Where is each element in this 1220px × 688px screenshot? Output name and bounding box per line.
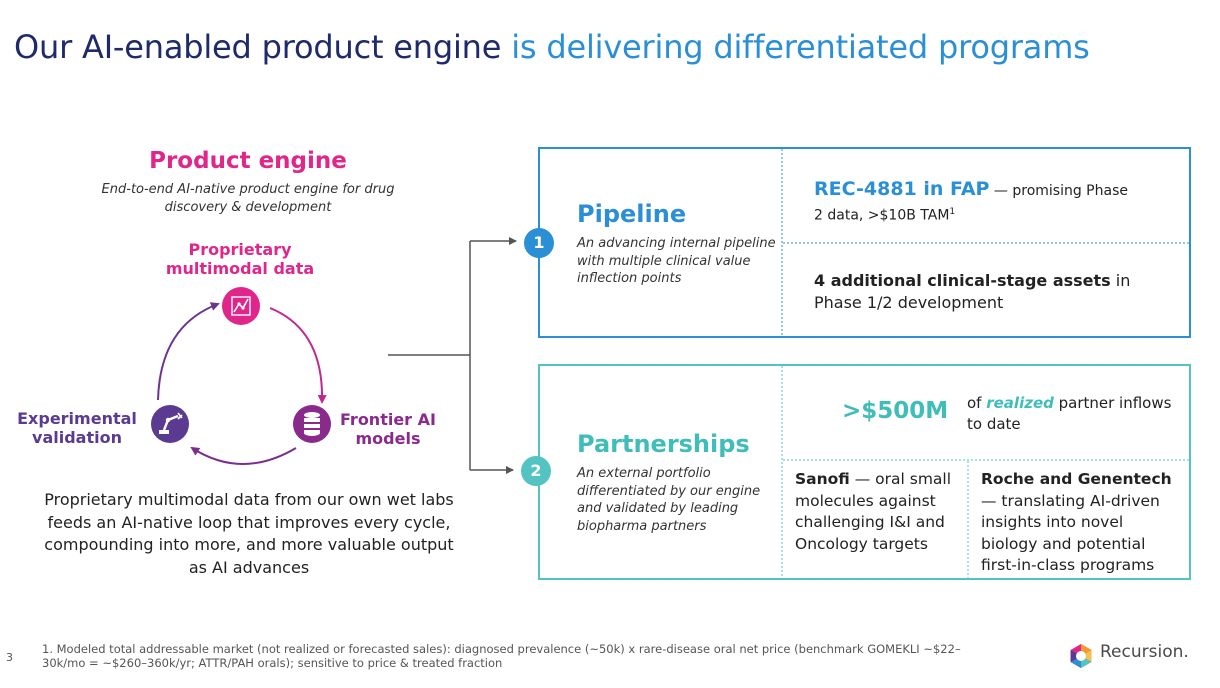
- rec-4881-text-a: — promising Phase: [989, 183, 1128, 199]
- cycle-arrow-data-to-ai: [269, 307, 327, 404]
- brand-name: Recursion.: [1100, 642, 1189, 662]
- clinical-assets-text: in Phase 1/2 development: [814, 271, 1131, 312]
- partner-inflow-text: of realized partner inflows to date: [967, 393, 1177, 435]
- product-engine-subtitle: End-to-end AI-native product engine for …: [101, 182, 395, 215]
- sanofi-name: Sanofi: [795, 470, 850, 488]
- partnerships-title: Partnerships: [577, 430, 750, 458]
- node-data-label: Proprietary multimodal data: [165, 240, 315, 278]
- engine-connector: [388, 237, 517, 474]
- page-number: 3: [6, 651, 13, 664]
- node-data-chart-icon: [222, 287, 260, 325]
- footnote-marker: 1: [949, 207, 956, 217]
- pipeline-title: Pipeline: [577, 200, 687, 228]
- roche-name: Roche and Genentech: [981, 470, 1172, 488]
- partnerships-number-badge: 2: [521, 456, 551, 486]
- recursion-logo-icon: [1070, 644, 1092, 668]
- partnerships-description: An external portfolio differentiated by …: [577, 466, 761, 534]
- node-ai-label: Frontier AI models: [340, 410, 436, 448]
- inflow-pre: of: [967, 394, 987, 412]
- sanofi-partnership: Sanofi — oral small molecules against ch…: [795, 469, 965, 555]
- rec-4881-item: REC-4881 in FAP — promising Phase 2 data…: [814, 178, 1174, 226]
- sanofi-text: — oral small molecules against challengi…: [795, 470, 952, 553]
- roche-text: — translating AI-driven insights into no…: [981, 491, 1160, 575]
- clinical-assets-bold: 4 additional clinical-stage assets: [814, 271, 1111, 290]
- rec-4881-text-b: 2 data, >$10B TAM: [814, 207, 950, 224]
- product-engine-title: Product engine: [149, 148, 347, 174]
- slide-title: Our AI-enabled product engine is deliver…: [14, 28, 1090, 66]
- cycle-arrow-exp-to-data: [157, 302, 220, 401]
- node-experimental-label: Experimental validation: [17, 409, 137, 447]
- rec-4881-highlight: REC-4881 in FAP: [814, 178, 990, 200]
- cycle-arrow-ai-to-exp: [190, 446, 297, 465]
- node-experimental-robot-arm-icon: [151, 405, 189, 443]
- inflow-post: partner inflows to date: [967, 394, 1172, 433]
- pipeline-number-badge: 1: [524, 228, 554, 258]
- product-engine-description: Proprietary multimodal data from our own…: [44, 490, 454, 577]
- brand-logo: Recursion.: [1070, 642, 1189, 662]
- slide-title-part1: Our AI-enabled product engine: [14, 28, 502, 66]
- partner-inflow-amount: >$500M: [842, 398, 949, 424]
- slide-title-part2: is delivering differentiated programs: [511, 28, 1090, 66]
- inflow-highlight: realized: [986, 394, 1054, 412]
- node-ai-database-icon: [293, 405, 331, 443]
- pipeline-description: An advancing internal pipeline with mult…: [577, 236, 776, 286]
- clinical-assets-item: 4 additional clinical-stage assets in Ph…: [814, 270, 1174, 314]
- roche-genentech-partnership: Roche and Genentech — translating AI-dri…: [981, 469, 1181, 577]
- rec-4881-text-b-wrap: 2 data, >$10B TAM1: [814, 202, 1174, 226]
- footnote: 1. Modeled total addressable market (not…: [42, 642, 961, 670]
